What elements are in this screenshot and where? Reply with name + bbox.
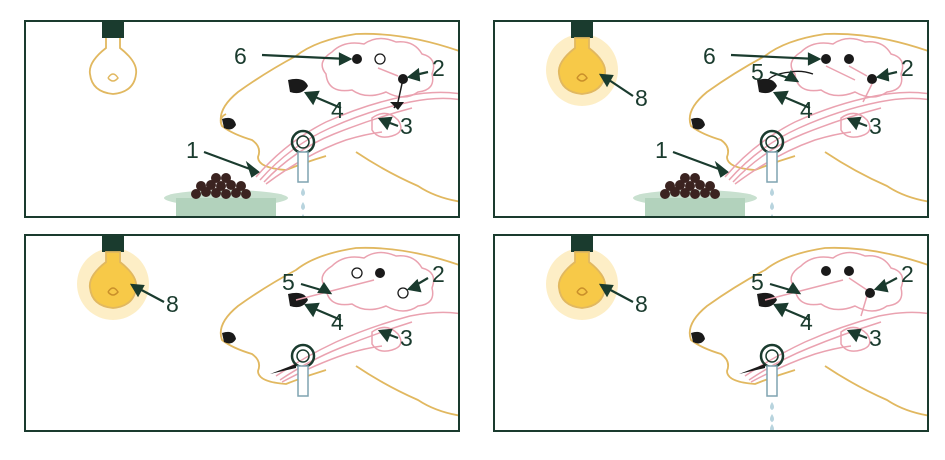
label-6: 6 [703,43,716,69]
food-pellets [660,173,720,199]
brain-outline [321,251,435,312]
saliva-tube-icon [759,343,785,397]
dog-nose [691,331,705,344]
neuron-dot-icon [375,268,385,278]
neuron-dot-icon [397,287,409,299]
label-3: 3 [400,113,413,139]
tongue-shape [757,78,777,94]
label-1: 1 [655,137,668,163]
brain-outline [321,37,435,98]
dog-nose [691,117,705,130]
neuron-dot-icon [865,288,875,298]
dog-nose [222,117,236,130]
saliva-tube-icon [290,129,316,183]
saliva-drops [770,402,774,430]
label-4: 4 [331,309,344,335]
dog-head-outline [219,32,458,203]
panel-bulb-conditioned: 2 3 4 5 8 [493,234,929,432]
tongue-shape [288,78,308,94]
salivary-gland [371,112,402,138]
dog-head-outline [219,246,458,417]
light-bulb-icon [557,236,607,309]
neuron-dot-icon [352,54,362,64]
light-bulb-icon [557,22,607,95]
panel-bulb-with-food: 1 2 3 4 5 6 8 [493,20,929,218]
neuron-dot-icon [867,74,877,84]
nerve-fibers [255,91,458,185]
light-bulb-icon [88,236,138,309]
nerve-fibers [724,91,927,185]
label-4: 4 [331,97,344,123]
label-3: 3 [400,325,413,351]
label-2: 2 [432,261,445,287]
label-3: 3 [869,113,882,139]
neuron-dot-icon [844,54,854,64]
dog-head-outline [688,32,927,203]
label-3: 3 [869,325,882,351]
neuron-dot-icon [374,53,386,65]
brain-outline [790,37,904,98]
neuron-dot-icon [351,267,363,279]
label-5: 5 [282,269,295,295]
label-2: 2 [432,55,445,81]
brain-outline [790,251,904,312]
dog-head-outline [688,246,927,417]
food-pellets [191,173,251,199]
saliva-tube-icon [290,343,316,397]
label-4: 4 [800,309,813,335]
neuron-dot-icon [821,54,831,64]
label-1: 1 [186,137,199,163]
label-4: 4 [800,97,813,123]
label-6: 6 [234,43,247,69]
label-2: 2 [901,55,914,81]
label-2: 2 [901,261,914,287]
salivary-gland [840,112,871,138]
panel-food-only: 1 2 3 4 6 [24,20,460,218]
salivary-gland [840,326,871,352]
light-bulb-icon [88,22,138,95]
saliva-tube-icon [759,129,785,183]
panel-bulb-only: 2 3 4 5 8 [24,234,460,432]
label-5: 5 [751,269,764,295]
salivary-gland [371,326,402,352]
saliva-drops [301,188,305,216]
neuron-dot-icon [821,266,831,276]
saliva-drops [770,188,774,216]
label-8: 8 [635,291,648,317]
label-8: 8 [166,291,179,317]
dog-nose [222,331,236,344]
neuron-dot-icon [844,266,854,276]
label-5: 5 [751,59,764,85]
label-8: 8 [635,85,648,111]
